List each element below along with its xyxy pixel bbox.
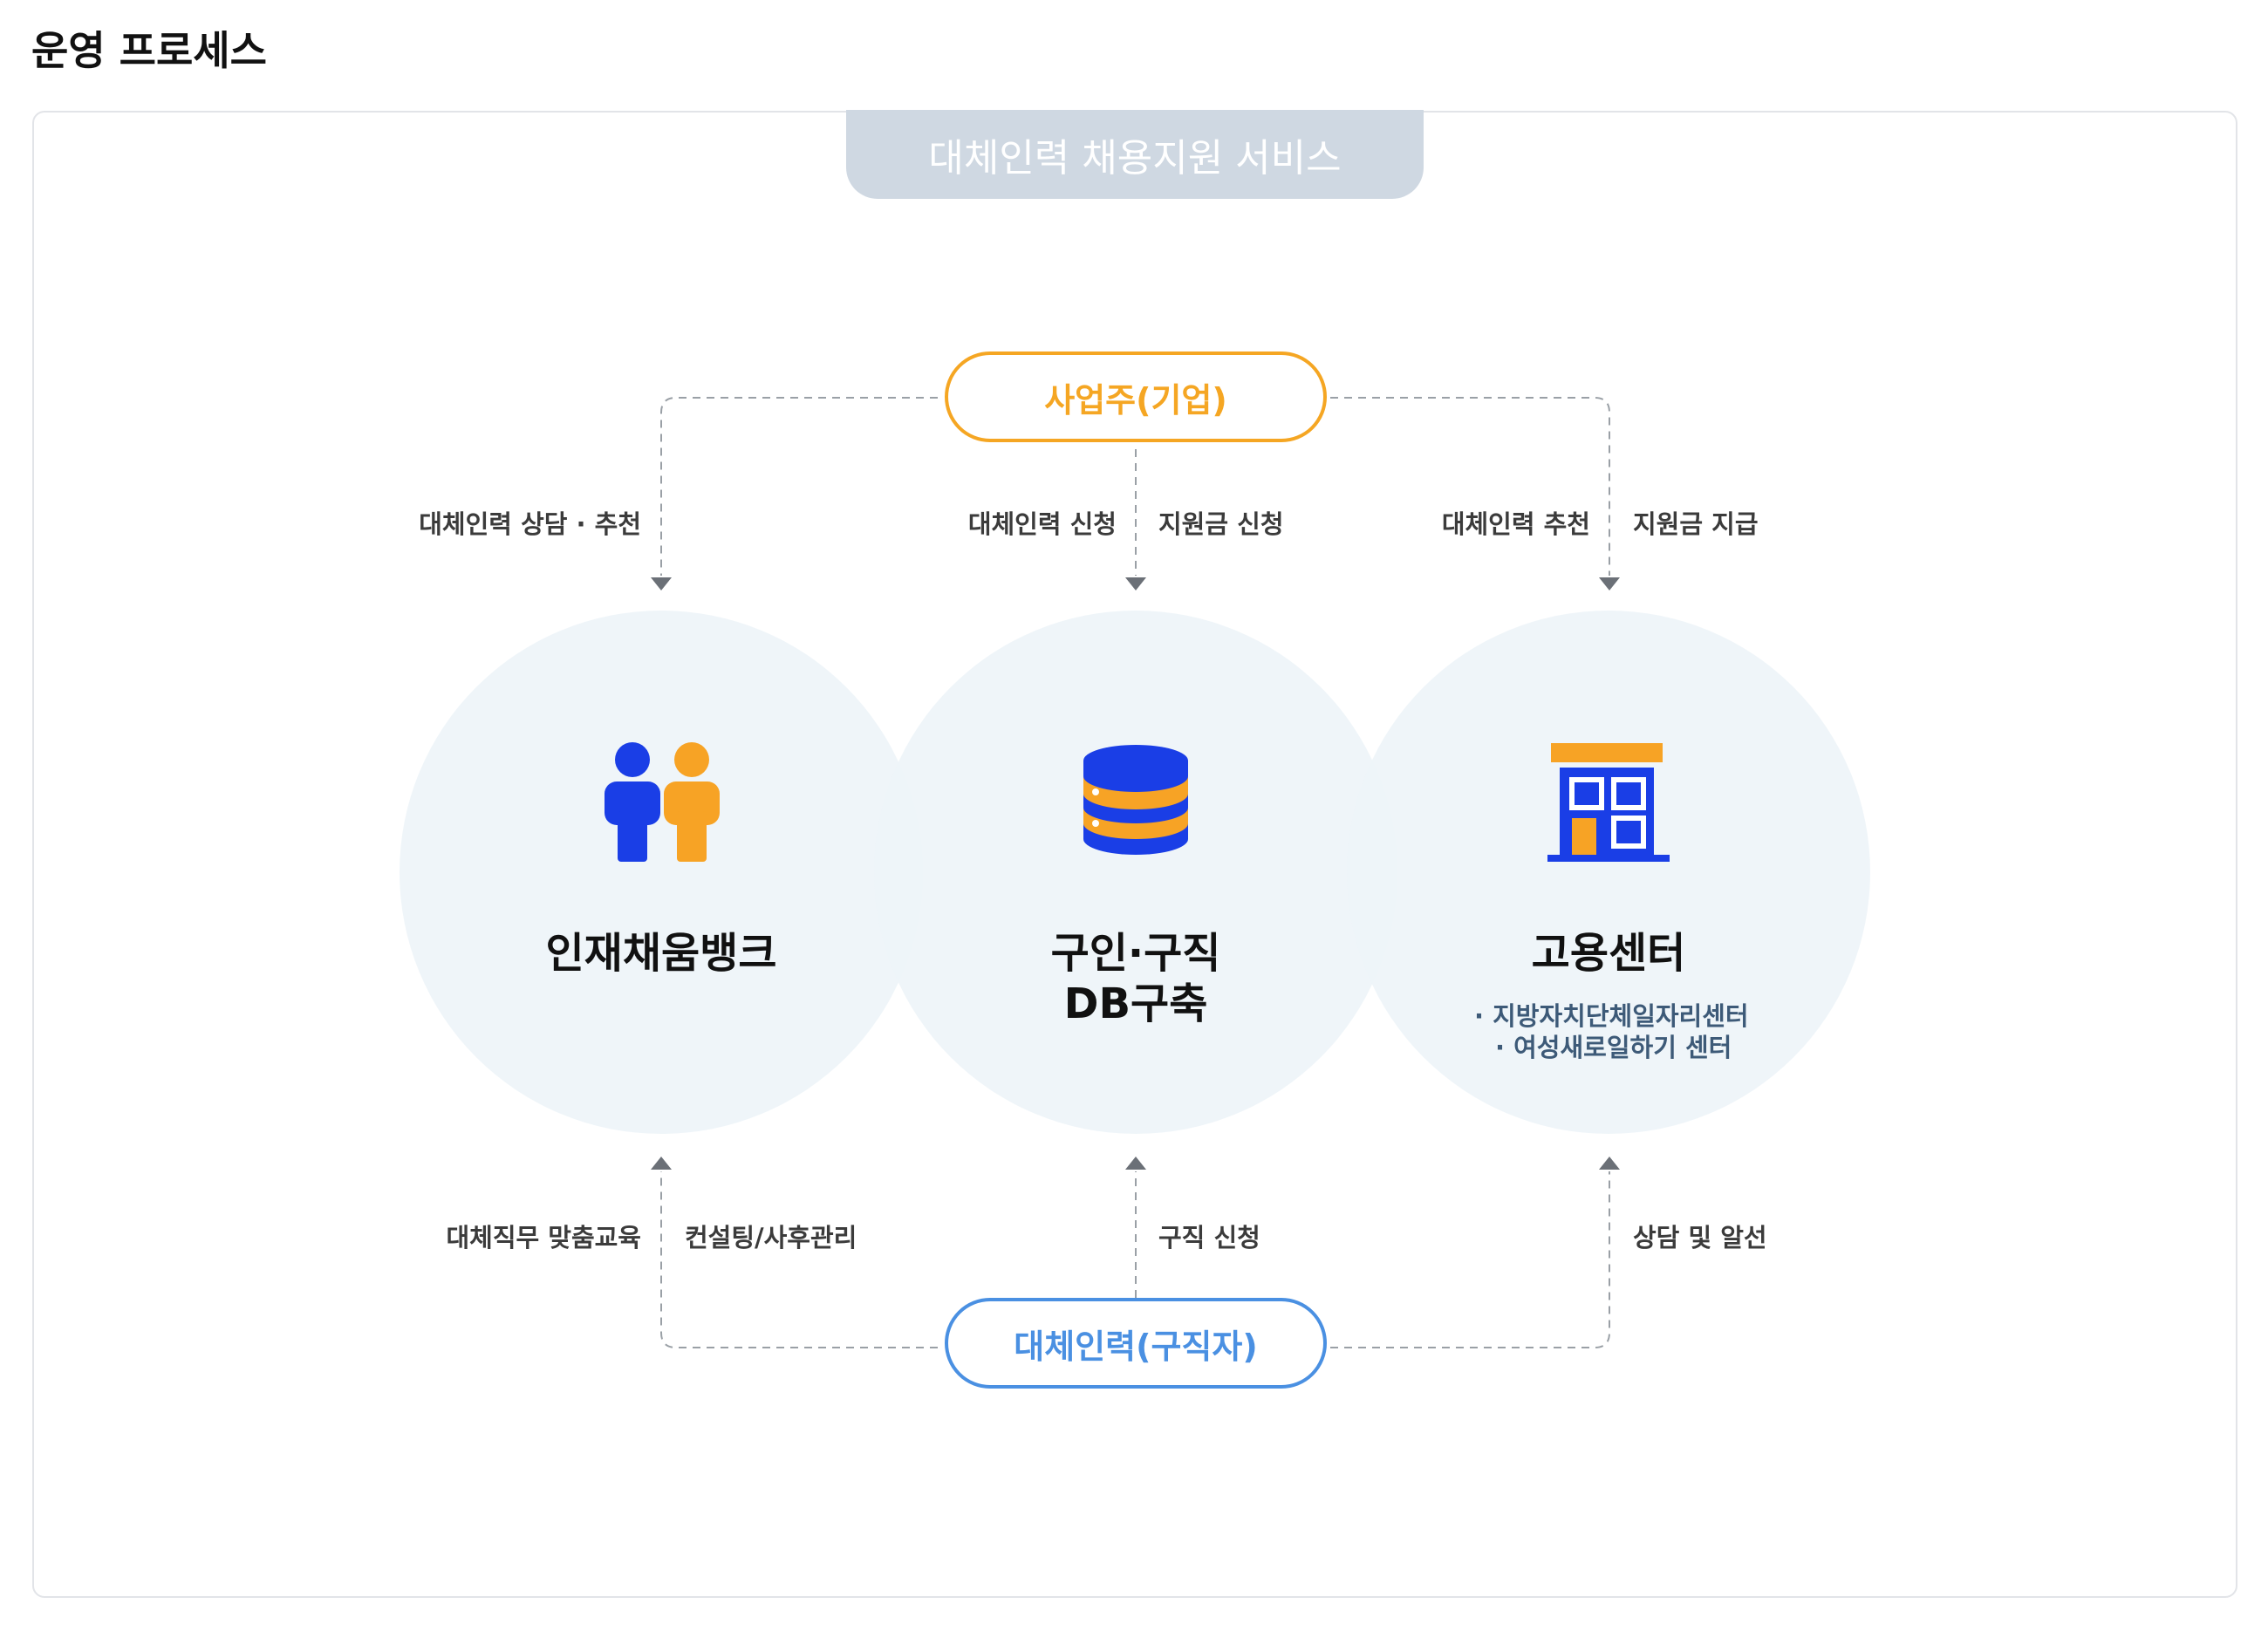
page-title: 운영 프로세스 [31, 27, 267, 74]
flow-label: 대체인력 추천 [1441, 509, 1590, 539]
flow-label: 지원금 지급 [1633, 509, 1759, 539]
flow-label: 대체인력 신청 [967, 509, 1117, 539]
circle-title-line: 구인·구직 [1050, 929, 1221, 978]
jobseeker-node: 대체인력(구직자) [945, 1298, 1327, 1389]
center-list-item: · 여성새로일하기 센터 [1495, 1033, 1732, 1062]
circle-title-line: DB구축 [1063, 979, 1208, 1028]
arrow-up-icons [651, 1157, 1620, 1170]
flow-label: 구직 신청 [1158, 1223, 1260, 1252]
employer-node: 사업주(기업) [945, 351, 1327, 442]
flow-label: 컨설팅/사후관리 [685, 1223, 857, 1252]
circle-title: 인재채움뱅크 [545, 929, 777, 978]
circle-talent-bank [400, 611, 923, 1134]
circle-db [874, 611, 1397, 1134]
center-list-item: · 지방자치단체일자리센터 [1474, 1001, 1749, 1031]
flow-label: 대체직무 맞춤교육 [446, 1223, 641, 1252]
circle-title: 고용센터 [1531, 929, 1686, 978]
circle-title: 구인·구직 DB구축 [961, 928, 1310, 1029]
bottom-connectors [660, 1171, 1610, 1348]
service-tab: 대체인력 채용지원 서비스 [846, 110, 1424, 199]
database-icon [1083, 745, 1188, 855]
circle-employment-center [1347, 611, 1870, 1134]
people-icon [605, 742, 720, 862]
flow-label: 상담 및 알선 [1633, 1223, 1767, 1252]
building-icon [1547, 743, 1670, 862]
flow-label: 대체인력 상담 · 추천 [419, 509, 641, 539]
top-connectors [660, 397, 1610, 576]
flow-label: 지원금 신청 [1158, 509, 1284, 539]
arrow-down-icons [651, 577, 1620, 590]
